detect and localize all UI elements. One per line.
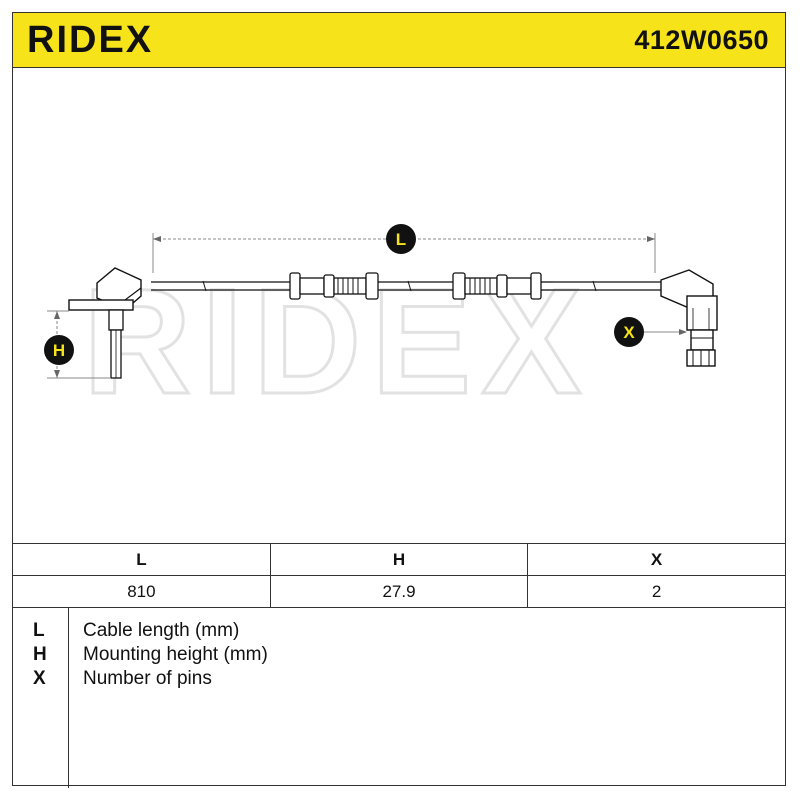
spec-value-height: 27.9 (269, 575, 529, 608)
cable (151, 280, 661, 292)
spec-header-pins: X (527, 543, 785, 576)
spec-value-row: 810 27.9 2 (13, 575, 785, 608)
cable-clip-2 (452, 272, 553, 300)
pins-marker-label: X (623, 323, 635, 342)
brand-logo-text: RIDEX (27, 19, 153, 59)
pins-marker (614, 317, 644, 347)
spec-value-pins: 2 (527, 575, 785, 608)
cable-clip-1 (289, 272, 379, 300)
pins-dimension: X (614, 317, 687, 347)
height-dimension: H (44, 310, 111, 379)
ridex-logo: RIDEX (27, 19, 153, 59)
header-bar: RIDEX 412W0650 (13, 13, 785, 68)
legend-item: X Number of pins (13, 668, 785, 692)
spec-header-row: L H X (13, 543, 785, 576)
legend: L Cable length (mm) H Mounting height (m… (13, 607, 785, 788)
legend-item: H Mounting height (mm) (13, 644, 785, 668)
legend-text: Mounting height (mm) (83, 644, 268, 665)
sensor-drawing: RIDEX L (44, 224, 718, 427)
legend-key: X (33, 668, 46, 689)
length-marker-label: L (396, 230, 406, 249)
sensor-head (68, 267, 142, 379)
spec-table: L H X 810 27.9 2 (13, 543, 785, 608)
legend-item: L Cable length (mm) (13, 620, 785, 644)
spec-value-length: 810 (13, 575, 271, 608)
legend-key: H (33, 644, 47, 665)
height-marker (44, 335, 74, 365)
legend-key: L (33, 620, 45, 641)
legend-divider (68, 608, 69, 788)
legend-text: Number of pins (83, 668, 212, 689)
height-marker-label: H (53, 341, 65, 360)
datasheet-frame: RIDEX 412W0650 RIDEX L (12, 12, 786, 788)
length-marker (386, 224, 416, 254)
connector (660, 269, 718, 367)
legend-text: Cable length (mm) (83, 620, 240, 641)
spec-header-height: H (269, 543, 529, 576)
part-number: 412W0650 (634, 25, 769, 55)
length-dimension: L (152, 224, 656, 273)
spec-header-length: L (13, 543, 271, 576)
